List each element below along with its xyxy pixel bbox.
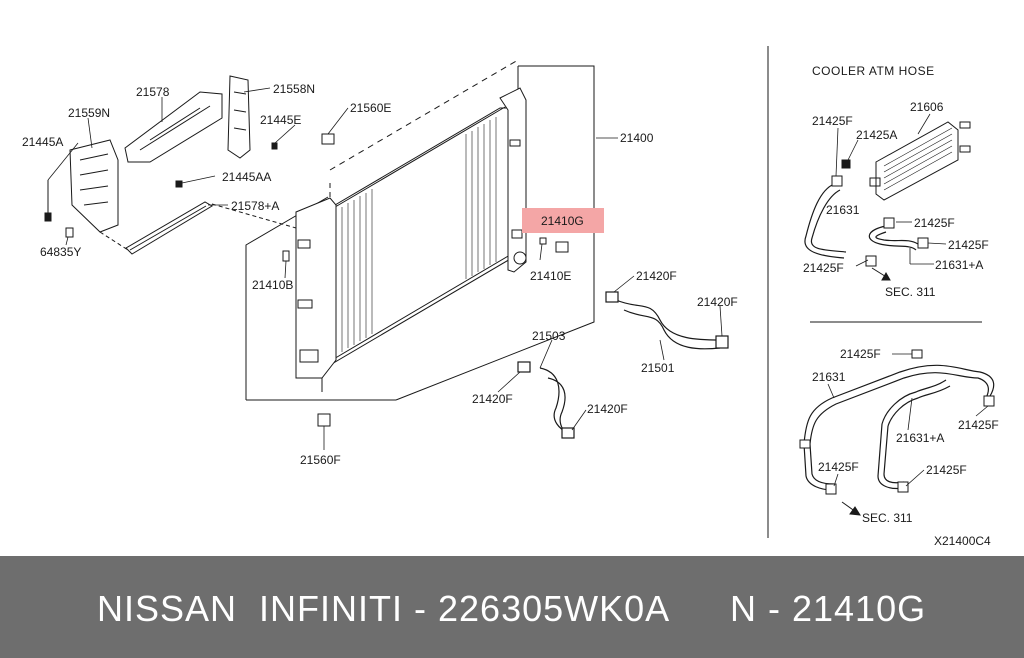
label-b-21425F-b: 21425F: [958, 418, 999, 432]
label-r-21631: 21631: [826, 203, 860, 217]
label-r-21425F-b: 21425F: [914, 216, 955, 230]
label-64835Y: 64835Y: [40, 245, 81, 259]
radiator-exploded-diagram: 21578 21558N 21560E 21559N 21445E 21445A…: [22, 46, 999, 548]
sec-arrow-top: [871, 267, 891, 281]
sec-arrow-bottom: [841, 501, 861, 516]
label-21501: 21501: [641, 361, 675, 375]
label-21400: 21400: [620, 131, 654, 145]
cooler-hose-21631-top: [804, 183, 847, 259]
air-guide-21558N: [227, 75, 251, 159]
air-guide-21578: [124, 91, 223, 163]
part-number-banner: NISSAN INFINITI - 226305WK0A N - 21410G: [0, 556, 1024, 658]
drawing-code: X21400C4: [934, 534, 991, 548]
label-21503: 21503: [532, 329, 566, 343]
radiator-core: [295, 87, 527, 392]
label-b-sec311: SEC. 311: [862, 511, 913, 525]
section-title: COOLER ATM HOSE: [812, 64, 935, 78]
label-b-21631A: 21631+A: [896, 431, 944, 445]
label-21420F-b: 21420F: [697, 295, 738, 309]
label-r-21606: 21606: [910, 100, 944, 114]
label-21410G: 21410G: [541, 214, 584, 228]
label-b-21425F-d: 21425F: [926, 463, 967, 477]
label-r-21425F-d: 21425F: [803, 261, 844, 275]
label-21445E: 21445E: [260, 113, 301, 127]
label-21578: 21578: [136, 85, 170, 99]
label-21420F-a: 21420F: [636, 269, 677, 283]
label-21445AA: 21445AA: [222, 170, 271, 184]
label-21410B: 21410B: [252, 278, 293, 292]
clamps-bottom-right: [799, 349, 995, 495]
label-21560F: 21560F: [300, 453, 341, 467]
leader-lines-right-top: [835, 113, 947, 267]
fasteners: [44, 133, 569, 427]
label-b-21425F-a: 21425F: [840, 347, 881, 361]
cooler-hose-21631A-top: [868, 225, 919, 251]
leader-lines-left: [47, 87, 723, 450]
label-r-21425F-c: 21425F: [948, 238, 989, 252]
diagram-part-number: N - 21410G: [730, 588, 927, 629]
label-21420F-d: 21420F: [587, 402, 628, 416]
clamps-top-right: [831, 159, 929, 267]
label-b-21631: 21631: [812, 370, 846, 384]
part-labels: 21578 21558N 21560E 21559N 21445E 21445A…: [22, 64, 999, 548]
air-guide-21559N: [69, 139, 119, 233]
label-21578A: 21578+A: [231, 199, 279, 213]
oil-cooler-21606: [869, 121, 971, 201]
hose-21503: [517, 361, 575, 439]
label-21420F-c: 21420F: [472, 392, 513, 406]
label-21410E: 21410E: [530, 269, 571, 283]
label-21559N: 21559N: [68, 106, 110, 120]
label-21445A: 21445A: [22, 135, 63, 149]
label-r-21631A: 21631+A: [935, 258, 983, 272]
label-r-21425F-a: 21425F: [812, 114, 853, 128]
label-b-21425F-c: 21425F: [818, 460, 859, 474]
label-r-sec311: SEC. 311: [885, 285, 936, 299]
brand-and-oem-number: NISSAN INFINITI - 226305WK0A: [97, 588, 671, 629]
label-21558N: 21558N: [273, 82, 315, 96]
hose-21501: [605, 291, 729, 350]
seal-21578A: [125, 201, 213, 255]
highlight-21410G: [522, 208, 604, 233]
label-21560E: 21560E: [350, 101, 391, 115]
label-r-21425A: 21425A: [856, 128, 897, 142]
leader-lines-right-bottom: [827, 353, 989, 487]
